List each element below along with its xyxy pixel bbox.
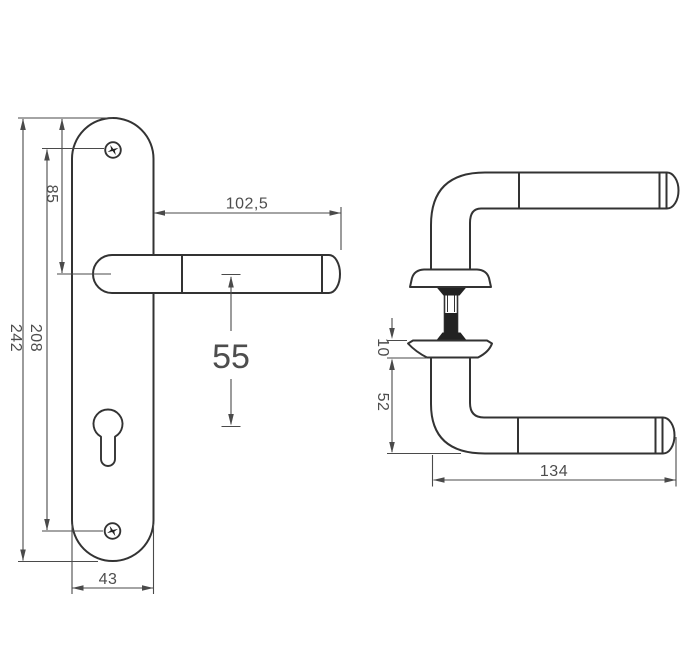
dim-cylinder-distance-label: 55	[212, 338, 250, 376]
upper-lever	[430, 171, 680, 271]
dim-handle-depth: 134	[431, 437, 677, 487]
dim-handle-drop: 52	[374, 357, 461, 455]
dim-plate-width: 43	[71, 524, 155, 594]
top-screw	[104, 141, 122, 159]
front-view: 242 208 85 102,5	[7, 117, 342, 594]
dim-plate-height: 242	[7, 117, 113, 563]
dim-screw-distance-label: 208	[27, 324, 44, 352]
dim-plate-height-label: 242	[7, 324, 24, 352]
backplate	[71, 117, 155, 562]
dim-rose-height: 10	[374, 318, 407, 357]
dim-handle-length: 102,5	[153, 196, 342, 250]
dim-top-to-handle: 85	[43, 118, 111, 275]
spindle-bottom-collar	[437, 332, 466, 340]
dim-top-to-handle-label: 85	[43, 185, 60, 204]
dim-rose-height-label: 10	[374, 338, 391, 357]
side-view: 10 52 134	[374, 171, 680, 487]
dim-handle-drop-label: 52	[374, 393, 391, 412]
spindle-top-collar	[437, 287, 466, 296]
spindle	[437, 287, 466, 340]
bottom-screw	[103, 522, 122, 540]
front-lever-handle	[92, 254, 341, 294]
lower-rosette	[407, 339, 493, 359]
euro-cylinder-keyhole	[92, 408, 124, 467]
dim-handle-depth-label: 134	[540, 463, 568, 480]
dim-plate-width-label: 43	[99, 571, 118, 588]
dim-cylinder-distance: 55	[212, 273, 250, 428]
dim-handle-length-label: 102,5	[226, 196, 269, 213]
upper-rosette	[409, 268, 492, 288]
lower-lever	[430, 355, 676, 455]
